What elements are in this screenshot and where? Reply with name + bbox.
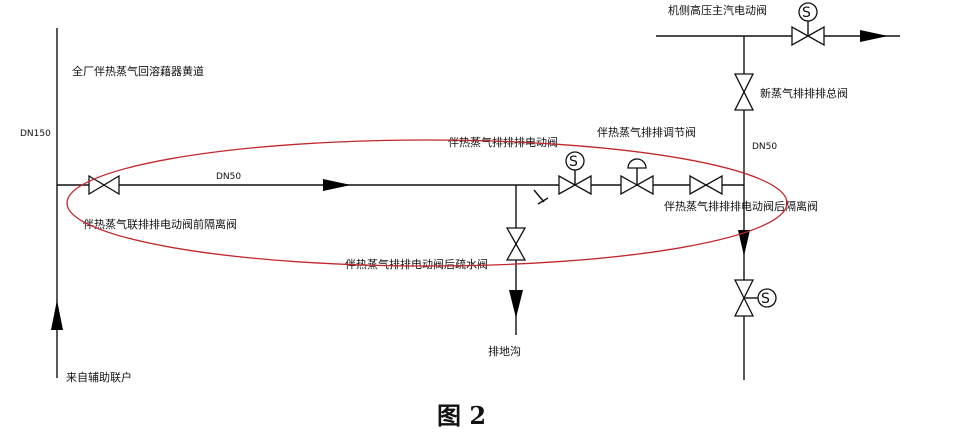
right-flow-arrow bbox=[323, 179, 351, 191]
figure-caption: 图 2 bbox=[437, 401, 486, 430]
drain-valve bbox=[505, 227, 527, 261]
electric-valve bbox=[558, 151, 592, 196]
highlight-oval bbox=[66, 139, 788, 267]
drain-ditch-label: 排地沟 bbox=[488, 344, 521, 358]
dn50-horizontal-label: DN50 bbox=[216, 172, 241, 182]
rear-isolation-valve bbox=[689, 174, 723, 196]
new-steam-valve-label: 新蒸气排排排总阀 bbox=[760, 86, 848, 100]
lower-electric-valve bbox=[733, 279, 777, 317]
front-valve-label: 伴热蒸气联排排电动阀前隔离阀 bbox=[83, 217, 237, 231]
new-steam-total-valve bbox=[733, 73, 755, 111]
rear-valve-label: 伴热蒸气排排排电动阀后隔离阀 bbox=[664, 199, 818, 213]
dn150-label: DN150 bbox=[20, 129, 51, 139]
top-right-arrow bbox=[860, 30, 888, 42]
lower-valve-s: S bbox=[761, 291, 770, 307]
front-isolation-valve bbox=[88, 174, 120, 196]
right-down-arrow bbox=[738, 230, 750, 256]
unit-electric-valve bbox=[791, 2, 825, 47]
up-flow-arrow bbox=[51, 300, 63, 330]
tick-mark-2 bbox=[537, 197, 549, 205]
drain-valve-label: 伴热蒸气排排电动阀后疏水阀 bbox=[345, 257, 488, 271]
dn50-vertical-label: DN50 bbox=[752, 142, 777, 152]
regulating-valve-label: 伴热蒸气排排调节阀 bbox=[597, 125, 696, 139]
electric-valve-s: S bbox=[569, 154, 578, 170]
electric-valve-label: 伴热蒸气排排排电动阀 bbox=[448, 135, 558, 149]
unit-valve-s: S bbox=[802, 5, 811, 21]
tick-mark bbox=[533, 189, 545, 203]
regulating-valve bbox=[620, 158, 654, 196]
unit-valve-label: 机侧高压主汽电动阀 bbox=[668, 3, 767, 17]
drain-down-arrow bbox=[509, 290, 523, 318]
from-aux-label: 来自辅助联户 bbox=[66, 370, 132, 384]
main-line-label: 全厂伴热蒸气回溶藉器黄道 bbox=[72, 64, 204, 78]
